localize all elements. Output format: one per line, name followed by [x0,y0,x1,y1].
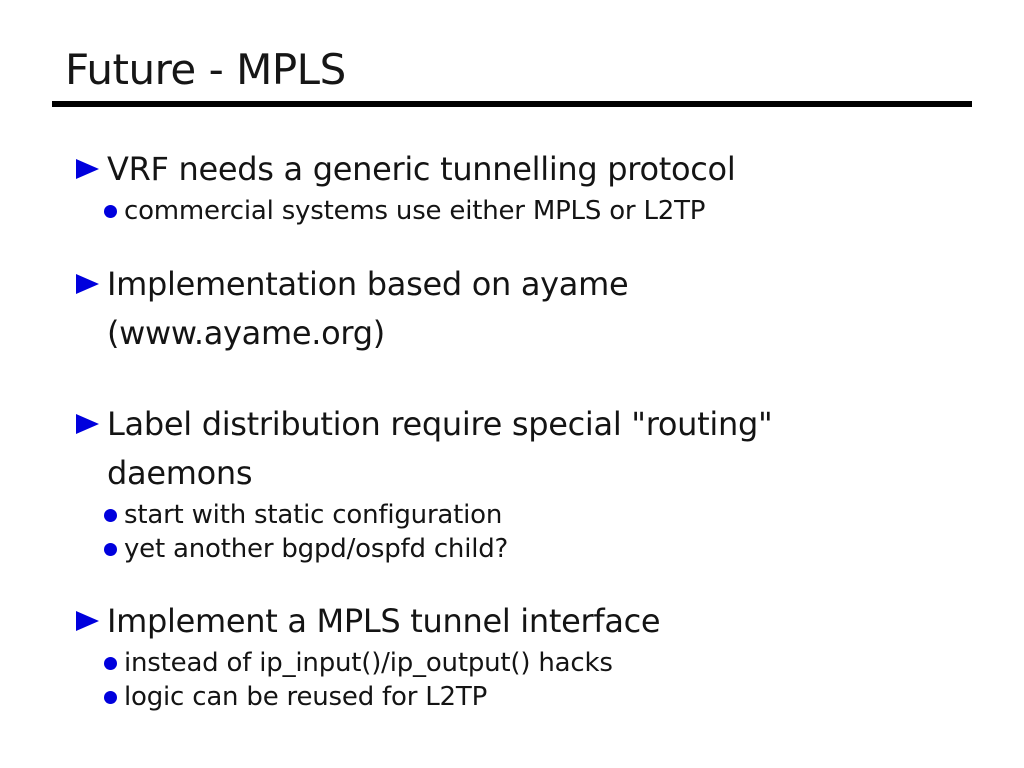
sub-bullet-dot-icon [104,543,117,556]
sub-bullet-item: commercial systems use either MPLS or L2… [64,194,974,228]
bullet-group: Implement a MPLS tunnel interface instea… [64,597,974,714]
bullet-item: Label distribution require special "rout… [64,400,974,449]
bullet-triangle-icon [76,274,99,294]
bullet-group: VRF needs a generic tunnelling protocol … [64,145,974,228]
title-underline [52,101,972,107]
sub-bullet-text: start with static configuration [124,500,503,530]
bullet-text: VRF needs a generic tunnelling protocol [107,150,736,188]
sub-bullet-item: start with static configuration [64,498,974,532]
sub-bullet-dot-icon [104,509,117,522]
bullet-triangle-icon [76,611,99,631]
sub-bullet-text: instead of ip_input()/ip_output() hacks [124,648,613,678]
bullet-group: Implementation based on ayame (www.ayame… [64,260,974,358]
sub-bullet-item: yet another bgpd/ospfd child? [64,532,974,566]
sub-bullet-dot-icon [104,691,117,704]
bullet-item: Implement a MPLS tunnel interface [64,597,974,646]
sub-bullet-item: logic can be reused for L2TP [64,680,974,714]
bullet-text: Implementation based on ayame [107,265,629,303]
bullet-triangle-icon [76,159,99,179]
bullet-text: Label distribution require special "rout… [107,405,773,443]
sub-bullet-dot-icon [104,205,117,218]
bullet-text: Implement a MPLS tunnel interface [107,602,661,640]
sub-bullet-dot-icon [104,657,117,670]
sub-bullet-text: logic can be reused for L2TP [124,682,488,712]
sub-bullet-item: instead of ip_input()/ip_output() hacks [64,646,974,680]
bullet-item: VRF needs a generic tunnelling protocol [64,145,974,194]
sub-bullet-text: yet another bgpd/ospfd child? [124,534,509,564]
bullet-item: Implementation based on ayame [64,260,974,309]
bullet-triangle-icon [76,414,99,434]
bullet-text: daemons [107,454,253,492]
bullet-item-wrapped-line: (www.ayame.org) [64,309,974,358]
bullet-group: Label distribution require special "rout… [64,400,974,566]
bullet-text: (www.ayame.org) [107,314,385,352]
page-title: Future - MPLS [65,45,346,94]
sub-bullet-text: commercial systems use either MPLS or L2… [124,196,706,226]
bullet-item-wrapped-line: daemons [64,449,974,498]
